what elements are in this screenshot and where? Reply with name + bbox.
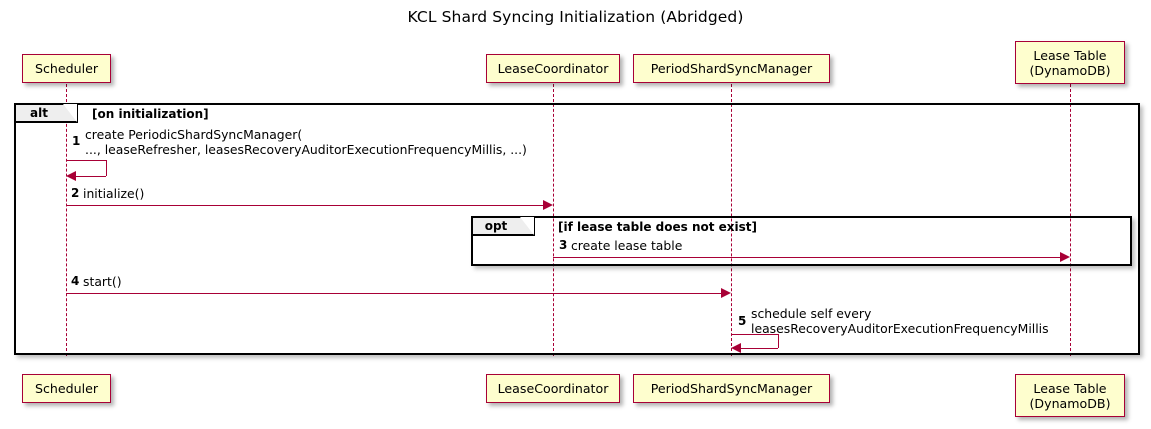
opt-fragment-condition: [if lease table does not exist] xyxy=(558,220,758,234)
message-5-line-right xyxy=(778,334,779,348)
message-4-text: start() xyxy=(83,274,122,289)
opt-fragment-tab: opt xyxy=(473,217,535,236)
opt-fragment-frame xyxy=(471,216,1132,266)
message-1-line-top xyxy=(66,160,106,161)
message-1-line-right xyxy=(106,160,107,176)
participant-leasetable-bottom[interactable]: Lease Table (DynamoDB) xyxy=(1015,374,1125,417)
alt-fragment-tab: alt xyxy=(16,104,78,123)
participant-leasecoordinator-bottom[interactable]: LeaseCoordinator xyxy=(486,374,620,403)
page-title: KCL Shard Syncing Initialization (Abridg… xyxy=(407,8,744,26)
alt-fragment-tab-label: alt xyxy=(30,106,48,120)
message-1-line-bottom xyxy=(76,176,106,177)
message-1-arrowhead xyxy=(66,171,76,181)
participant-leasecoordinator-top[interactable]: LeaseCoordinator xyxy=(486,54,620,83)
message-3-number: 3 xyxy=(559,238,568,252)
opt-fragment-tab-label: opt xyxy=(484,219,508,233)
participant-scheduler-top[interactable]: Scheduler xyxy=(22,54,111,83)
message-5-line-bottom xyxy=(741,348,778,349)
lifeline-leasetable xyxy=(1070,84,1071,356)
message-5-arrowhead xyxy=(731,343,741,353)
message-2-number: 2 xyxy=(71,186,80,200)
participant-scheduler-bottom[interactable]: Scheduler xyxy=(22,374,111,403)
participant-periodshardsyncmanager-bottom[interactable]: PeriodShardSyncManager xyxy=(633,374,830,403)
message-4-arrowhead xyxy=(721,288,731,298)
message-5-line-top xyxy=(731,334,778,335)
message-5-number: 5 xyxy=(738,314,747,328)
message-4-line xyxy=(66,293,721,294)
message-1-text: create PeriodicShardSyncManager( ..., le… xyxy=(85,127,527,157)
message-2-text: initialize() xyxy=(83,186,145,201)
message-3-text: create lease table xyxy=(571,238,683,253)
lifeline-scheduler xyxy=(66,84,67,356)
alt-fragment-frame xyxy=(14,103,1140,355)
lifeline-leasecoordinator xyxy=(553,84,554,356)
alt-fragment-condition: [on initialization] xyxy=(92,107,209,121)
message-4-number: 4 xyxy=(71,274,80,288)
message-2-arrowhead xyxy=(543,200,553,210)
lifeline-periodshardsyncmanager xyxy=(731,84,732,356)
message-2-line xyxy=(66,205,543,206)
participant-periodshardsyncmanager-top[interactable]: PeriodShardSyncManager xyxy=(633,54,830,83)
participant-leasetable-top[interactable]: Lease Table (DynamoDB) xyxy=(1015,41,1125,84)
message-3-line xyxy=(553,257,1060,258)
message-3-arrowhead xyxy=(1060,252,1070,262)
message-5-text: schedule self every leasesRecoveryAudito… xyxy=(751,306,1049,336)
message-1-number: 1 xyxy=(72,134,81,148)
